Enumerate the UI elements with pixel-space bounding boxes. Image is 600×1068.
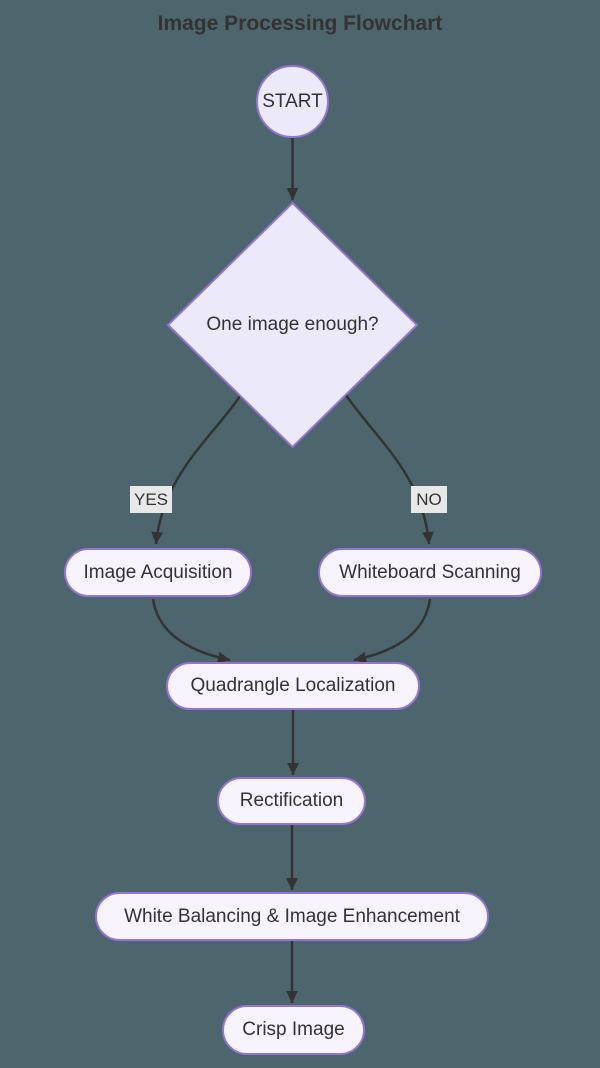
node-white-balancing: White Balancing & Image Enhancement xyxy=(95,892,489,941)
edge-decision-no xyxy=(344,394,434,545)
edge-decision-yes xyxy=(151,395,242,545)
node-decision-shape xyxy=(166,201,419,449)
edge-label-no: NO xyxy=(411,486,447,513)
edge-scanning-quadrangle xyxy=(353,598,432,664)
node-image-acquisition-label: Image Acquisition xyxy=(83,561,233,583)
node-rectification-label: Rectification xyxy=(239,790,344,811)
node-whiteboard-scanning: Whiteboard Scanning xyxy=(318,548,542,597)
node-start-label: START xyxy=(262,90,323,112)
edge-acquisition-quadrangle xyxy=(151,598,231,664)
node-start: START xyxy=(256,65,329,138)
node-quadrangle-localization: Quadrangle Localization xyxy=(166,662,420,710)
node-decision-label: One image enough? xyxy=(206,314,379,335)
diagram-title: Image Processing Flowchart xyxy=(157,12,443,35)
node-crisp-image: Crisp Image xyxy=(222,1005,365,1055)
node-image-acquisition: Image Acquisition xyxy=(64,548,252,597)
node-rectification: Rectification xyxy=(217,777,366,825)
node-crisp-image-label: Crisp Image xyxy=(242,1019,345,1040)
node-white-balancing-label: White Balancing & Image Enhancement xyxy=(124,905,460,927)
node-whiteboard-scanning-label: Whiteboard Scanning xyxy=(339,561,521,583)
node-quadrangle-localization-label: Quadrangle Localization xyxy=(190,675,396,696)
edge-label-yes: YES xyxy=(130,486,172,513)
